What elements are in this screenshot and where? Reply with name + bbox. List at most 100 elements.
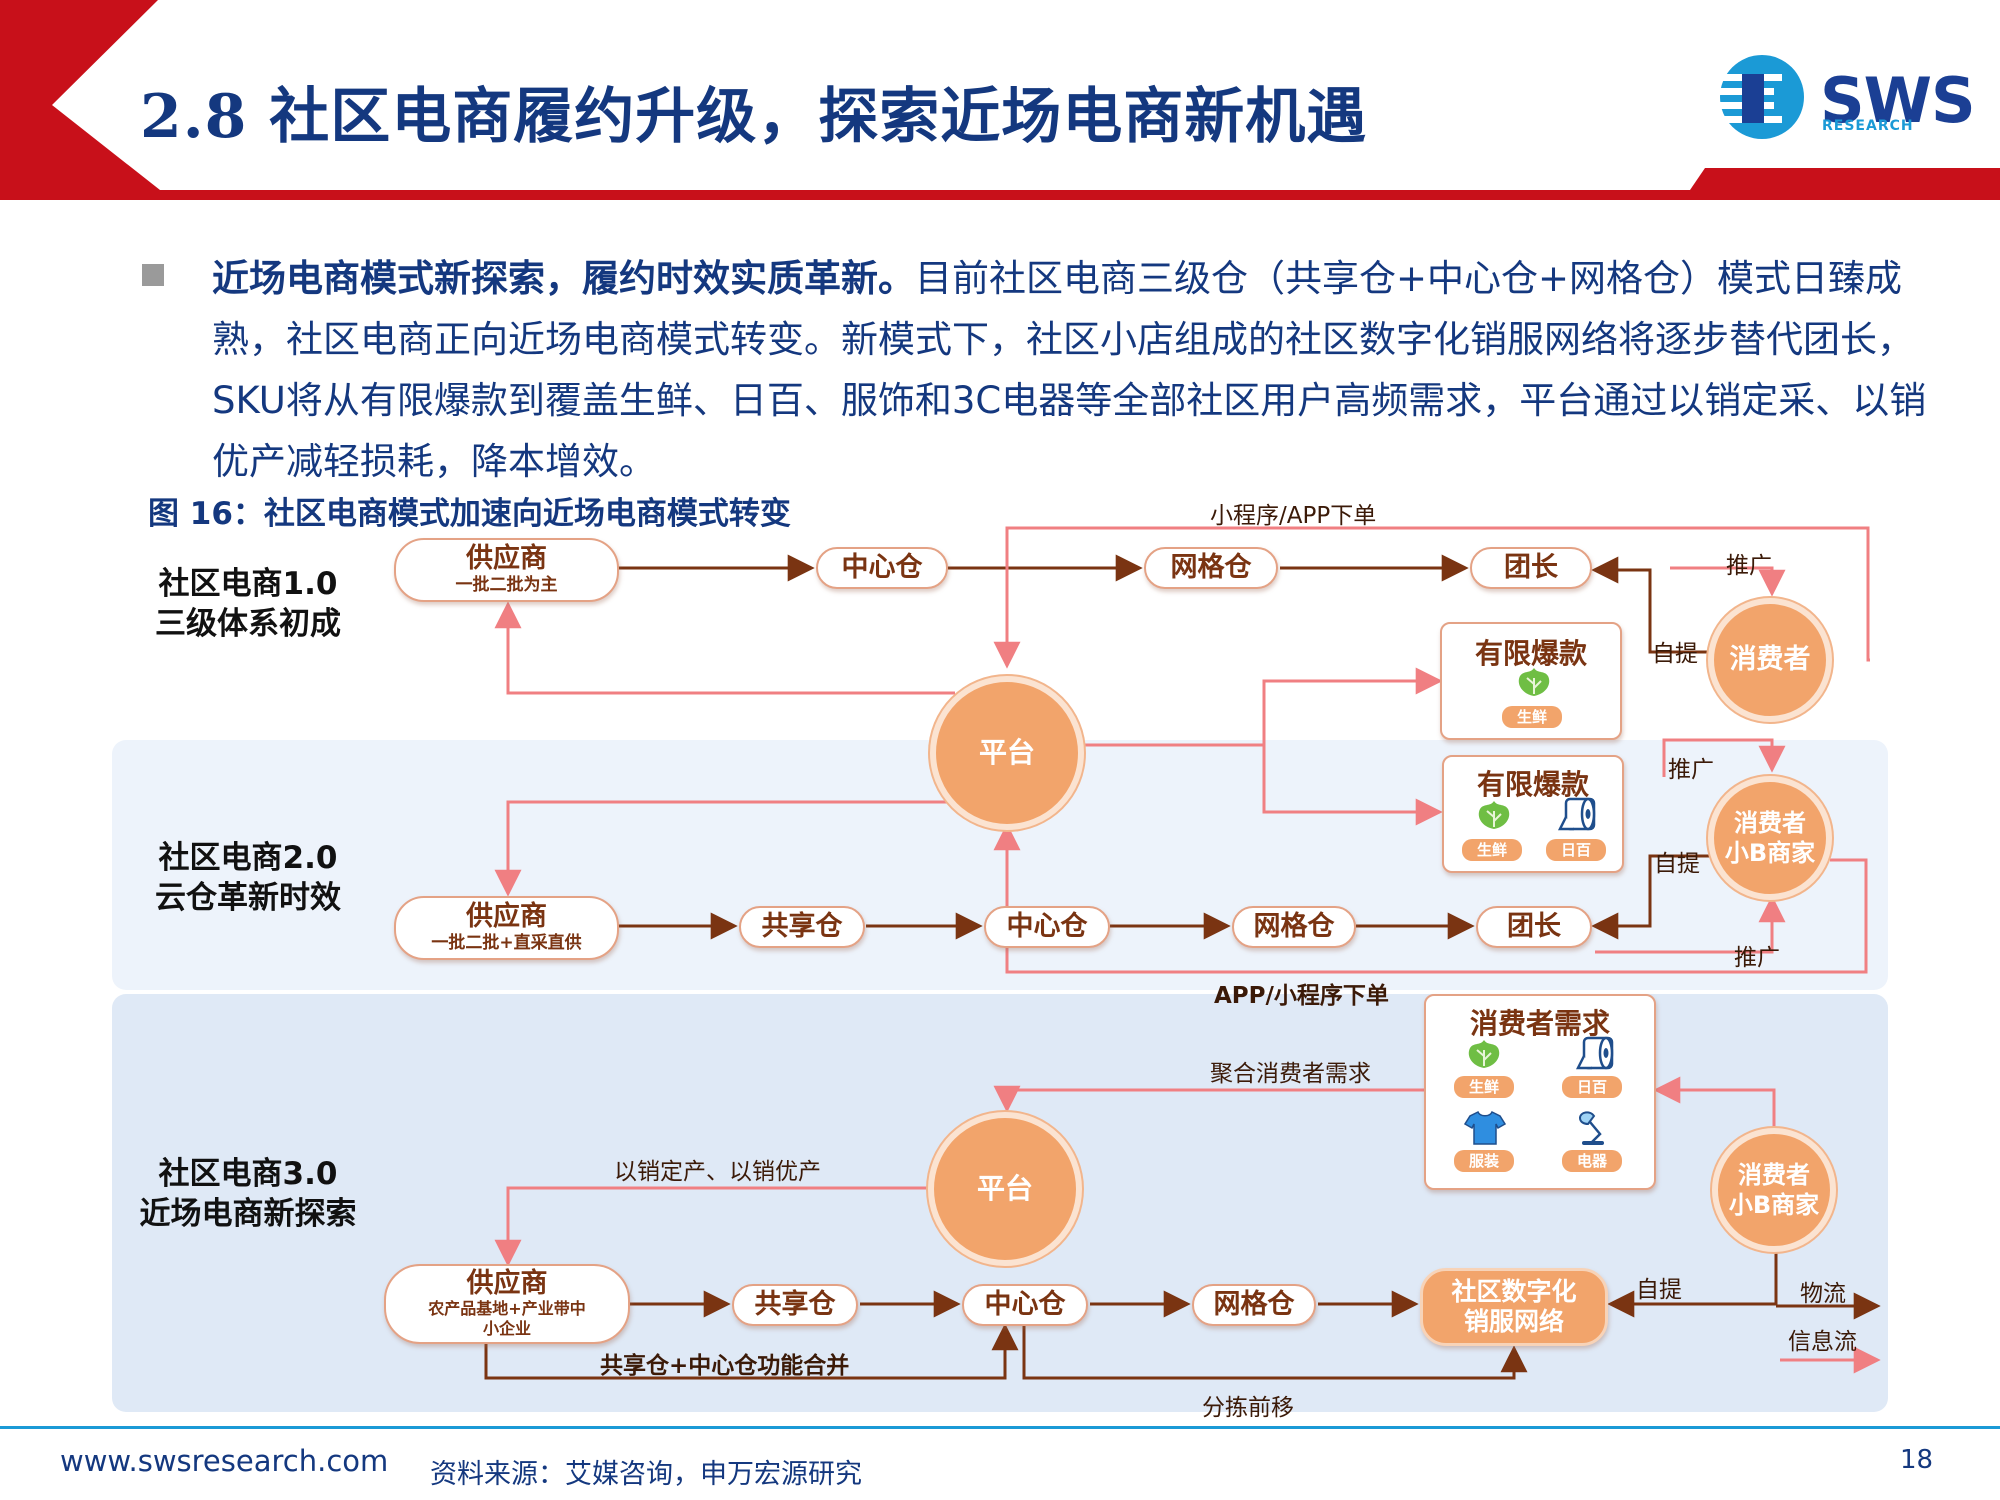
node-community-network-line1: 社区数字化 [1451,1277,1577,1306]
node-consumer-r1: 消费者 [1708,598,1832,722]
logo-subtext: RESEARCH [1822,118,1914,134]
node-consumer-b-r3-line1: 消费者 [1737,1161,1810,1189]
node-consumer-b-r3-line2: 小B商家 [1728,1191,1820,1219]
node-community-network-line2: 销服网络 [1463,1307,1564,1336]
node-leader-r1: 团长 [1470,547,1592,589]
node-shared-r2-label: 共享仓 [761,911,843,942]
node-shared-r2: 共享仓 [739,906,865,948]
node-center-r2: 中心仓 [984,906,1110,948]
node-shared-r3-label: 共享仓 [754,1289,836,1320]
tag-appliance: 电器 [1562,1150,1622,1172]
node-supplier-r3-sub2: 小企业 [482,1319,531,1338]
node-consumer-r1-label: 消费者 [1729,644,1811,675]
node-center-r3-label: 中心仓 [984,1289,1066,1320]
node-shared-r3: 共享仓 [732,1284,858,1326]
footer-url: www.swsresearch.com [60,1444,389,1478]
label-pickup-r2: 自提 [1654,851,1700,877]
body-paragraph: 近场电商模式新探索，履约时效实质革新。目前社区电商三级仓（共享仓+中心仓+网格仓… [212,248,1947,492]
node-supplier-r3-sub1: 农产品基地+产业带中 [428,1299,586,1318]
desk-lamp-icon [1578,1111,1604,1145]
node-center-r1-label: 中心仓 [841,552,923,583]
paragraph-text: 目前社区电商三级仓（共享仓+中心仓+网格仓）模式日臻成熟，社区电商正向近场电商模… [212,257,1927,483]
vegetable-icon [1468,1040,1500,1068]
vegetable-icon [1478,801,1510,829]
footer-source: 资料来源：艾媒咨询，申万宏源研究 [430,1459,862,1490]
node-platform-r12-label: 平台 [978,736,1035,769]
node-community-network: 社区数字化 销服网络 [1420,1268,1608,1346]
node-supplier-r2-label: 供应商 [466,901,547,932]
node-leader-r2-label: 团长 [1507,911,1561,942]
row-label-1: 社区电商1.0 三级体系初成 [118,564,378,644]
node-supplier-r3-label: 供应商 [466,1268,548,1299]
node-grid-r2: 网格仓 [1232,906,1356,948]
row-label-2-line1: 社区电商2.0 [158,840,338,876]
tissue-roll-icon [1557,797,1596,831]
row-label-3-line2: 近场电商新探索 [139,1196,357,1232]
page-title: 2.8 社区电商履约升级，探索近场电商新机遇 [140,82,1368,152]
label-promote-r2a: 推广 [1668,757,1714,783]
label-pickup-r1: 自提 [1652,641,1698,667]
figure-title: 图 16：社区电商模式加速向近场电商模式转变 [148,496,791,532]
label-produce: 以销定产、以销优产 [614,1159,821,1185]
node-supplier-r2-sub: 一批二批+直采直供 [431,933,582,953]
node-grid-r3: 网格仓 [1192,1284,1316,1326]
node-grid-r1-label: 网格仓 [1170,552,1252,583]
tshirt-icon [1464,1110,1506,1145]
page-number: 18 [1900,1445,1934,1475]
row-label-1-line1: 社区电商1.0 [158,566,338,602]
node-supplier-r1-sub: 一批二批为主 [455,575,558,595]
vegetable-icon [1518,668,1550,696]
node-center-r3: 中心仓 [962,1284,1088,1326]
tag-fresh: 生鲜 [1454,1076,1514,1098]
label-pickup-r3: 自提 [1636,1277,1682,1303]
tag-fresh: 生鲜 [1502,706,1562,728]
node-platform-r12: 平台 [930,676,1084,830]
node-platform-r3: 平台 [928,1112,1082,1266]
node-leader-r1-label: 团长 [1504,552,1558,583]
node-platform-r3-label: 平台 [976,1172,1033,1205]
row-label-3: 社区电商3.0 近场电商新探索 [118,1154,378,1234]
footer-divider [0,1426,2000,1429]
node-consumer-b-r2-line1: 消费者 [1733,809,1806,837]
legend-logistics: 物流 [1800,1281,1846,1307]
node-supplier-r2: 供应商 一批二批+直采直供 [394,896,619,960]
node-consumer-b-r3: 消费者小B商家 [1712,1128,1836,1252]
node-consumer-b-r2-line2: 小B商家 [1724,839,1816,867]
tissue-roll-icon [1575,1036,1614,1070]
node-supplier-r3: 供应商 农产品基地+产业带中 小企业 [384,1264,630,1344]
label-app-order: APP/小程序下单 [1214,983,1389,1009]
legend-info: 信息流 [1788,1329,1857,1355]
demand-box-title: 消费者需求 [1469,1007,1610,1040]
label-merge: 共享仓+中心仓功能合并 [600,1353,850,1379]
node-grid-r3-label: 网格仓 [1213,1289,1295,1320]
row-label-3-line1: 社区电商3.0 [158,1156,338,1192]
sws-logo-icon [1712,55,1804,139]
node-supplier-r1-label: 供应商 [466,543,547,574]
limited-box-r2: 有限爆款 生鲜 日百 [1442,755,1624,873]
label-miniapp-order: 小程序/APP下单 [1210,503,1377,529]
demand-box: 消费者需求 生鲜 日百 服装 电器 [1424,994,1656,1190]
label-aggregate: 聚合消费者需求 [1210,1061,1371,1087]
node-grid-r2-label: 网格仓 [1253,911,1335,942]
limited-box-r1-title: 有限爆款 [1474,637,1587,670]
header-banner [0,0,2000,200]
tag-fresh: 生鲜 [1462,839,1522,861]
node-supplier-r1: 供应商 一批二批为主 [394,538,619,602]
limited-box-r2-title: 有限爆款 [1476,768,1589,801]
row-label-1-line2: 三级体系初成 [155,606,341,642]
node-grid-r1: 网格仓 [1144,547,1278,589]
node-consumer-b-r2: 消费者小B商家 [1708,776,1832,900]
node-center-r2-label: 中心仓 [1006,911,1088,942]
row-label-2-line2: 云仓革新时效 [155,880,341,916]
tag-daily: 日百 [1546,839,1606,861]
tag-apparel: 服装 [1454,1150,1514,1172]
limited-box-r1: 有限爆款 生鲜 [1440,622,1622,740]
paragraph-lead: 近场电商模式新探索，履约时效实质革新。 [212,257,915,300]
bullet-marker [142,264,164,286]
node-center-r1: 中心仓 [816,547,948,589]
node-leader-r2: 团长 [1476,906,1592,948]
tag-daily: 日百 [1562,1076,1622,1098]
label-promote-r1: 推广 [1726,553,1772,579]
label-promote-r2b: 推广 [1734,945,1780,971]
label-presort: 分拣前移 [1202,1395,1294,1421]
